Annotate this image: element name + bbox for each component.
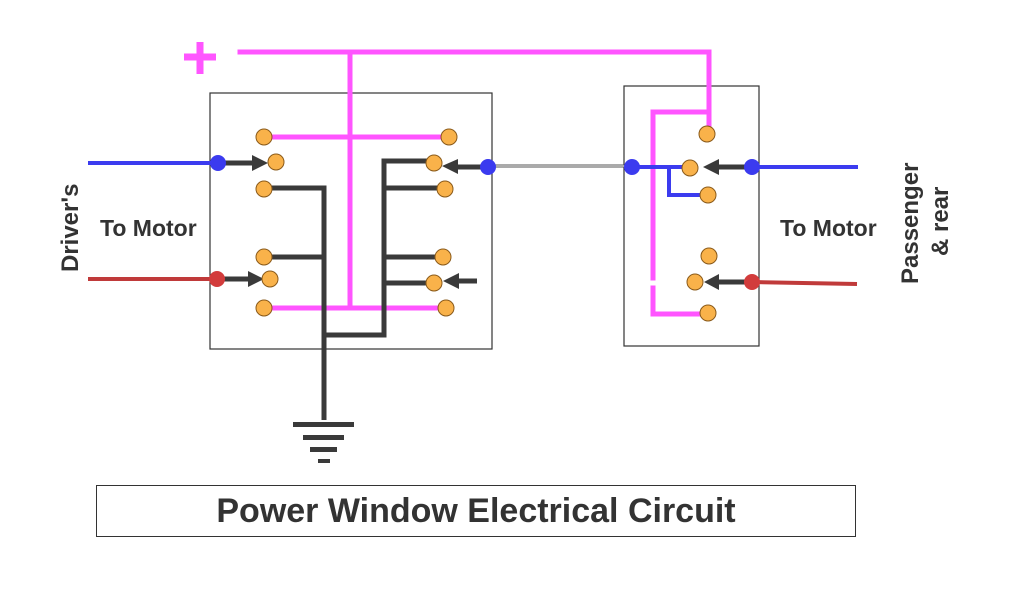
to-motor-left-label: To Motor	[100, 215, 197, 241]
passenger-label: Passenger	[897, 163, 924, 284]
power-passenger-loop-bottom	[650, 285, 711, 317]
arrow-right-icon	[252, 155, 268, 171]
contact	[686, 273, 704, 291]
passenger-red-node	[744, 274, 760, 290]
switch-levers	[217, 155, 752, 290]
contact	[255, 180, 273, 198]
contact	[255, 128, 273, 146]
ground-wires	[265, 158, 446, 420]
contact	[437, 299, 455, 317]
power-passenger-loop-top	[650, 109, 712, 281]
blue-wires	[88, 161, 858, 197]
passenger-switch-box	[623, 85, 760, 347]
driver-blue-node	[210, 155, 226, 171]
contact	[267, 153, 285, 171]
arrow-left-icon	[443, 273, 459, 289]
passenger-link-node	[624, 159, 640, 175]
to-motor-right-label: To Motor	[780, 215, 877, 241]
contact	[699, 304, 717, 322]
passenger-red-lead	[751, 280, 858, 286]
driver-red-node	[209, 271, 225, 287]
contact	[261, 270, 279, 288]
terminal-nodes	[209, 155, 760, 290]
contact	[255, 299, 273, 317]
contact	[434, 248, 452, 266]
plus-terminal-icon	[184, 42, 216, 74]
passenger-blue-node	[744, 159, 760, 175]
rear-label: & rear	[927, 187, 954, 256]
ground-icon	[293, 422, 354, 463]
diagram-title: Power Window Electrical Circuit	[216, 491, 736, 530]
contact	[681, 159, 699, 177]
contact	[698, 125, 716, 143]
contact	[255, 248, 273, 266]
contact	[425, 274, 443, 292]
power-wires	[237, 49, 712, 317]
contact	[440, 128, 458, 146]
contact	[699, 186, 717, 204]
red-wires	[88, 277, 858, 286]
contact	[700, 247, 718, 265]
arrow-left-icon	[704, 274, 719, 290]
contact	[436, 180, 454, 198]
diagram-title-box: Power Window Electrical Circuit	[96, 485, 856, 537]
arrow-left-icon	[703, 159, 719, 175]
drivers-label: Driver's	[57, 184, 84, 272]
switch-contacts	[255, 125, 718, 322]
arrow-left-icon	[442, 159, 458, 174]
contact	[425, 154, 443, 172]
arrow-right-icon	[248, 271, 264, 287]
driver-link-node	[480, 159, 496, 175]
